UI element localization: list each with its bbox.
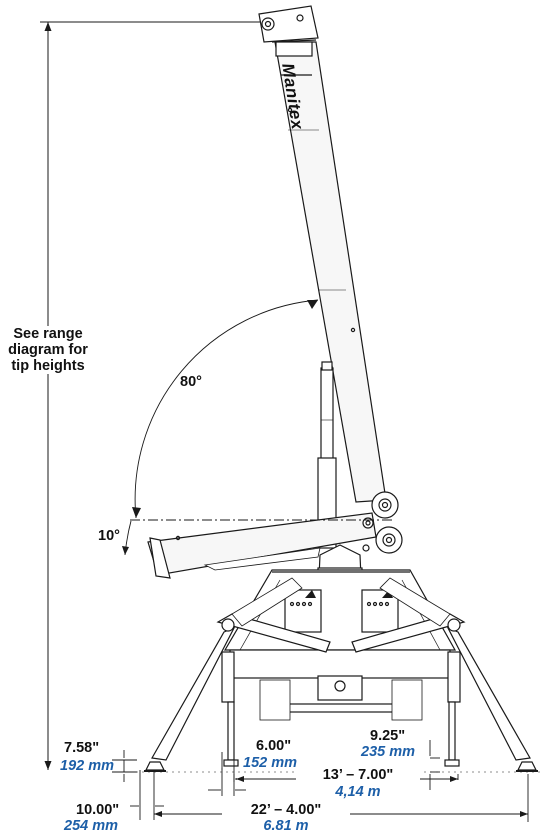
tip-height-note-line: tip heights [11, 358, 85, 374]
angle-raised-label: 80° [180, 374, 202, 390]
boom-lowered [147, 512, 377, 579]
pad-height-metric: 192 mm [60, 758, 115, 774]
tip-height-note-line: See range [13, 326, 83, 342]
tip-height-dimension [40, 21, 262, 770]
angle-lowered-label: 10° [98, 528, 120, 544]
inner-leg-imperial: 6.00" [256, 738, 292, 754]
pad-height-imperial: 7.58" [64, 740, 100, 756]
tip-height-note: See range diagram for tip heights [4, 326, 92, 374]
inner-span-metric: 4,14 m [335, 784, 381, 800]
outer-span-imperial: 22’ – 4.00" [222, 802, 350, 818]
carrier-frame [221, 569, 461, 721]
inner-leg-metric: 152 mm [243, 755, 298, 771]
pad-offset-metric: 254 mm [64, 818, 119, 834]
pad-offset-imperial: 10.00" [76, 802, 120, 818]
angle-references [122, 299, 395, 556]
outriggers [144, 577, 538, 772]
outer-span-metric: 6.81 m [263, 818, 309, 834]
tip-height-note-line: diagram for [8, 342, 88, 358]
boom-raised [258, 5, 403, 554]
outer-step-imperial: 9.25" [370, 728, 406, 744]
inner-span-imperial: 13’ – 7.00" [296, 767, 420, 783]
outer-step-metric: 235 mm [361, 744, 416, 760]
